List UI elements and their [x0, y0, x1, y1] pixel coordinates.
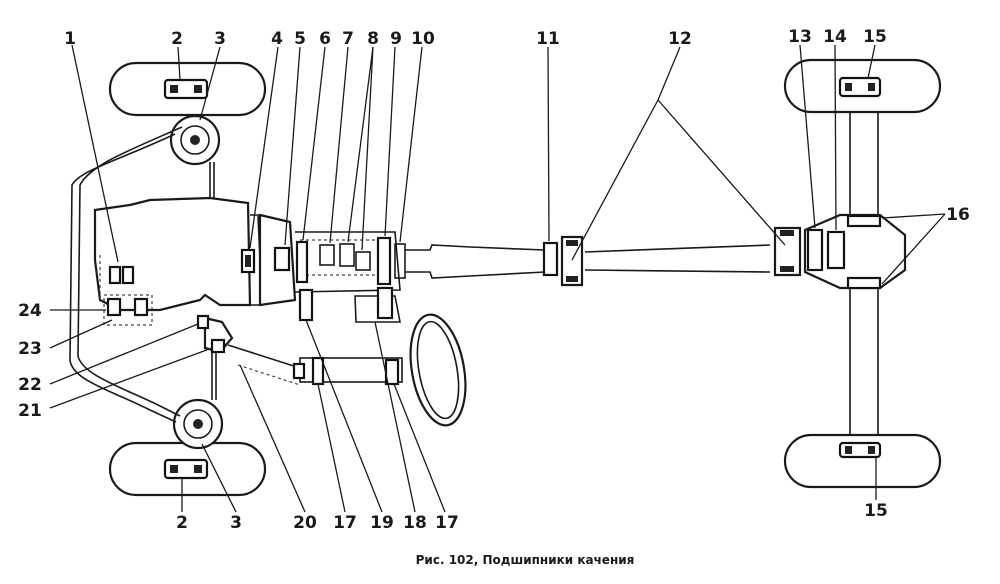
front-top-wheel [108, 61, 267, 117]
label-23: 23 [18, 339, 42, 359]
bearing-7 [319, 244, 335, 266]
steering-wheel [409, 313, 467, 427]
label-5: 5 [294, 29, 306, 49]
bearing-20 [292, 362, 306, 380]
front-bottom-hub-bearing [163, 458, 209, 480]
bearing-8b [355, 251, 371, 271]
label-15-bottom: 15 [864, 501, 888, 521]
label-6: 6 [319, 29, 331, 49]
label-4: 4 [271, 29, 283, 49]
bearing-16-top [846, 214, 882, 228]
callout-numbers: 1 2 3 4 5 6 7 8 9 10 11 12 13 14 15 16 2… [18, 27, 970, 533]
bearing-4 [240, 248, 256, 274]
bearing-16-bottom [846, 276, 882, 290]
label-3-bottom: 3 [230, 513, 242, 533]
label-11: 11 [536, 29, 560, 49]
label-3-top: 3 [214, 29, 226, 49]
front-top-hub-bearing [163, 78, 209, 100]
label-24: 24 [18, 301, 42, 321]
bearing-18 [376, 286, 394, 320]
bearing-11 [542, 241, 559, 277]
bearing-14 [826, 230, 846, 270]
label-8: 8 [367, 29, 379, 49]
figure-caption: Рис. 102, Подшипники качения [416, 553, 635, 567]
bearing-17-lower [311, 356, 325, 386]
label-12: 12 [668, 29, 692, 49]
bearing-8a [339, 243, 355, 267]
rear-axle [783, 58, 942, 489]
label-2-top: 2 [171, 29, 183, 49]
label-21: 21 [18, 401, 42, 421]
propeller-shaft [405, 226, 802, 287]
label-18: 18 [403, 513, 427, 533]
bearing-1 [108, 265, 135, 285]
label-16: 16 [946, 205, 970, 225]
bearing-19 [298, 288, 314, 322]
bearing-21 [210, 338, 226, 354]
label-13: 13 [788, 27, 812, 47]
front-universal-joint [560, 235, 584, 287]
label-9: 9 [390, 29, 402, 49]
bearing-9 [376, 236, 392, 286]
label-17-left: 17 [333, 513, 357, 533]
front-bottom-wheel [108, 441, 267, 497]
lower-steering-knuckle [172, 340, 224, 450]
upper-steering-knuckle [169, 114, 221, 200]
label-10: 10 [411, 29, 435, 49]
label-2-bottom: 2 [176, 513, 188, 533]
label-19: 19 [370, 513, 394, 533]
label-17-right: 17 [435, 513, 459, 533]
label-1: 1 [64, 29, 76, 49]
bearing-24 [103, 294, 153, 326]
label-15-top: 15 [863, 27, 887, 47]
bearing-6 [295, 240, 309, 284]
rear-bottom-tire [783, 433, 942, 489]
steering-column [196, 313, 467, 427]
bearing-5 [273, 246, 291, 272]
bearing-22 [196, 314, 210, 330]
bearing-13 [806, 228, 824, 272]
engine-block [93, 196, 297, 312]
gearbox [294, 231, 406, 323]
label-20: 20 [293, 513, 317, 533]
label-14: 14 [823, 27, 847, 47]
bearing-10 [394, 243, 406, 279]
leader-lines [49, 44, 946, 513]
label-7: 7 [342, 29, 354, 49]
steering-tie-rod [69, 133, 177, 423]
rear-top-hub-bearing [838, 76, 882, 98]
label-22: 22 [18, 375, 42, 395]
